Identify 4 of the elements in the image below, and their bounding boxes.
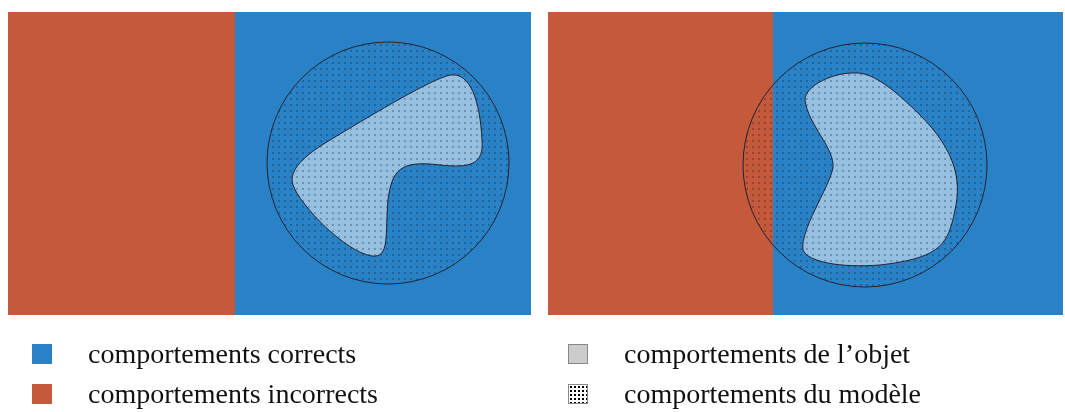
legend-label: comportements de l’objet	[624, 338, 911, 370]
legend-label: comportements corrects	[88, 338, 357, 370]
legend-label: comportements du modèle	[624, 378, 922, 410]
legend-label: comportements incorrects	[88, 378, 378, 410]
